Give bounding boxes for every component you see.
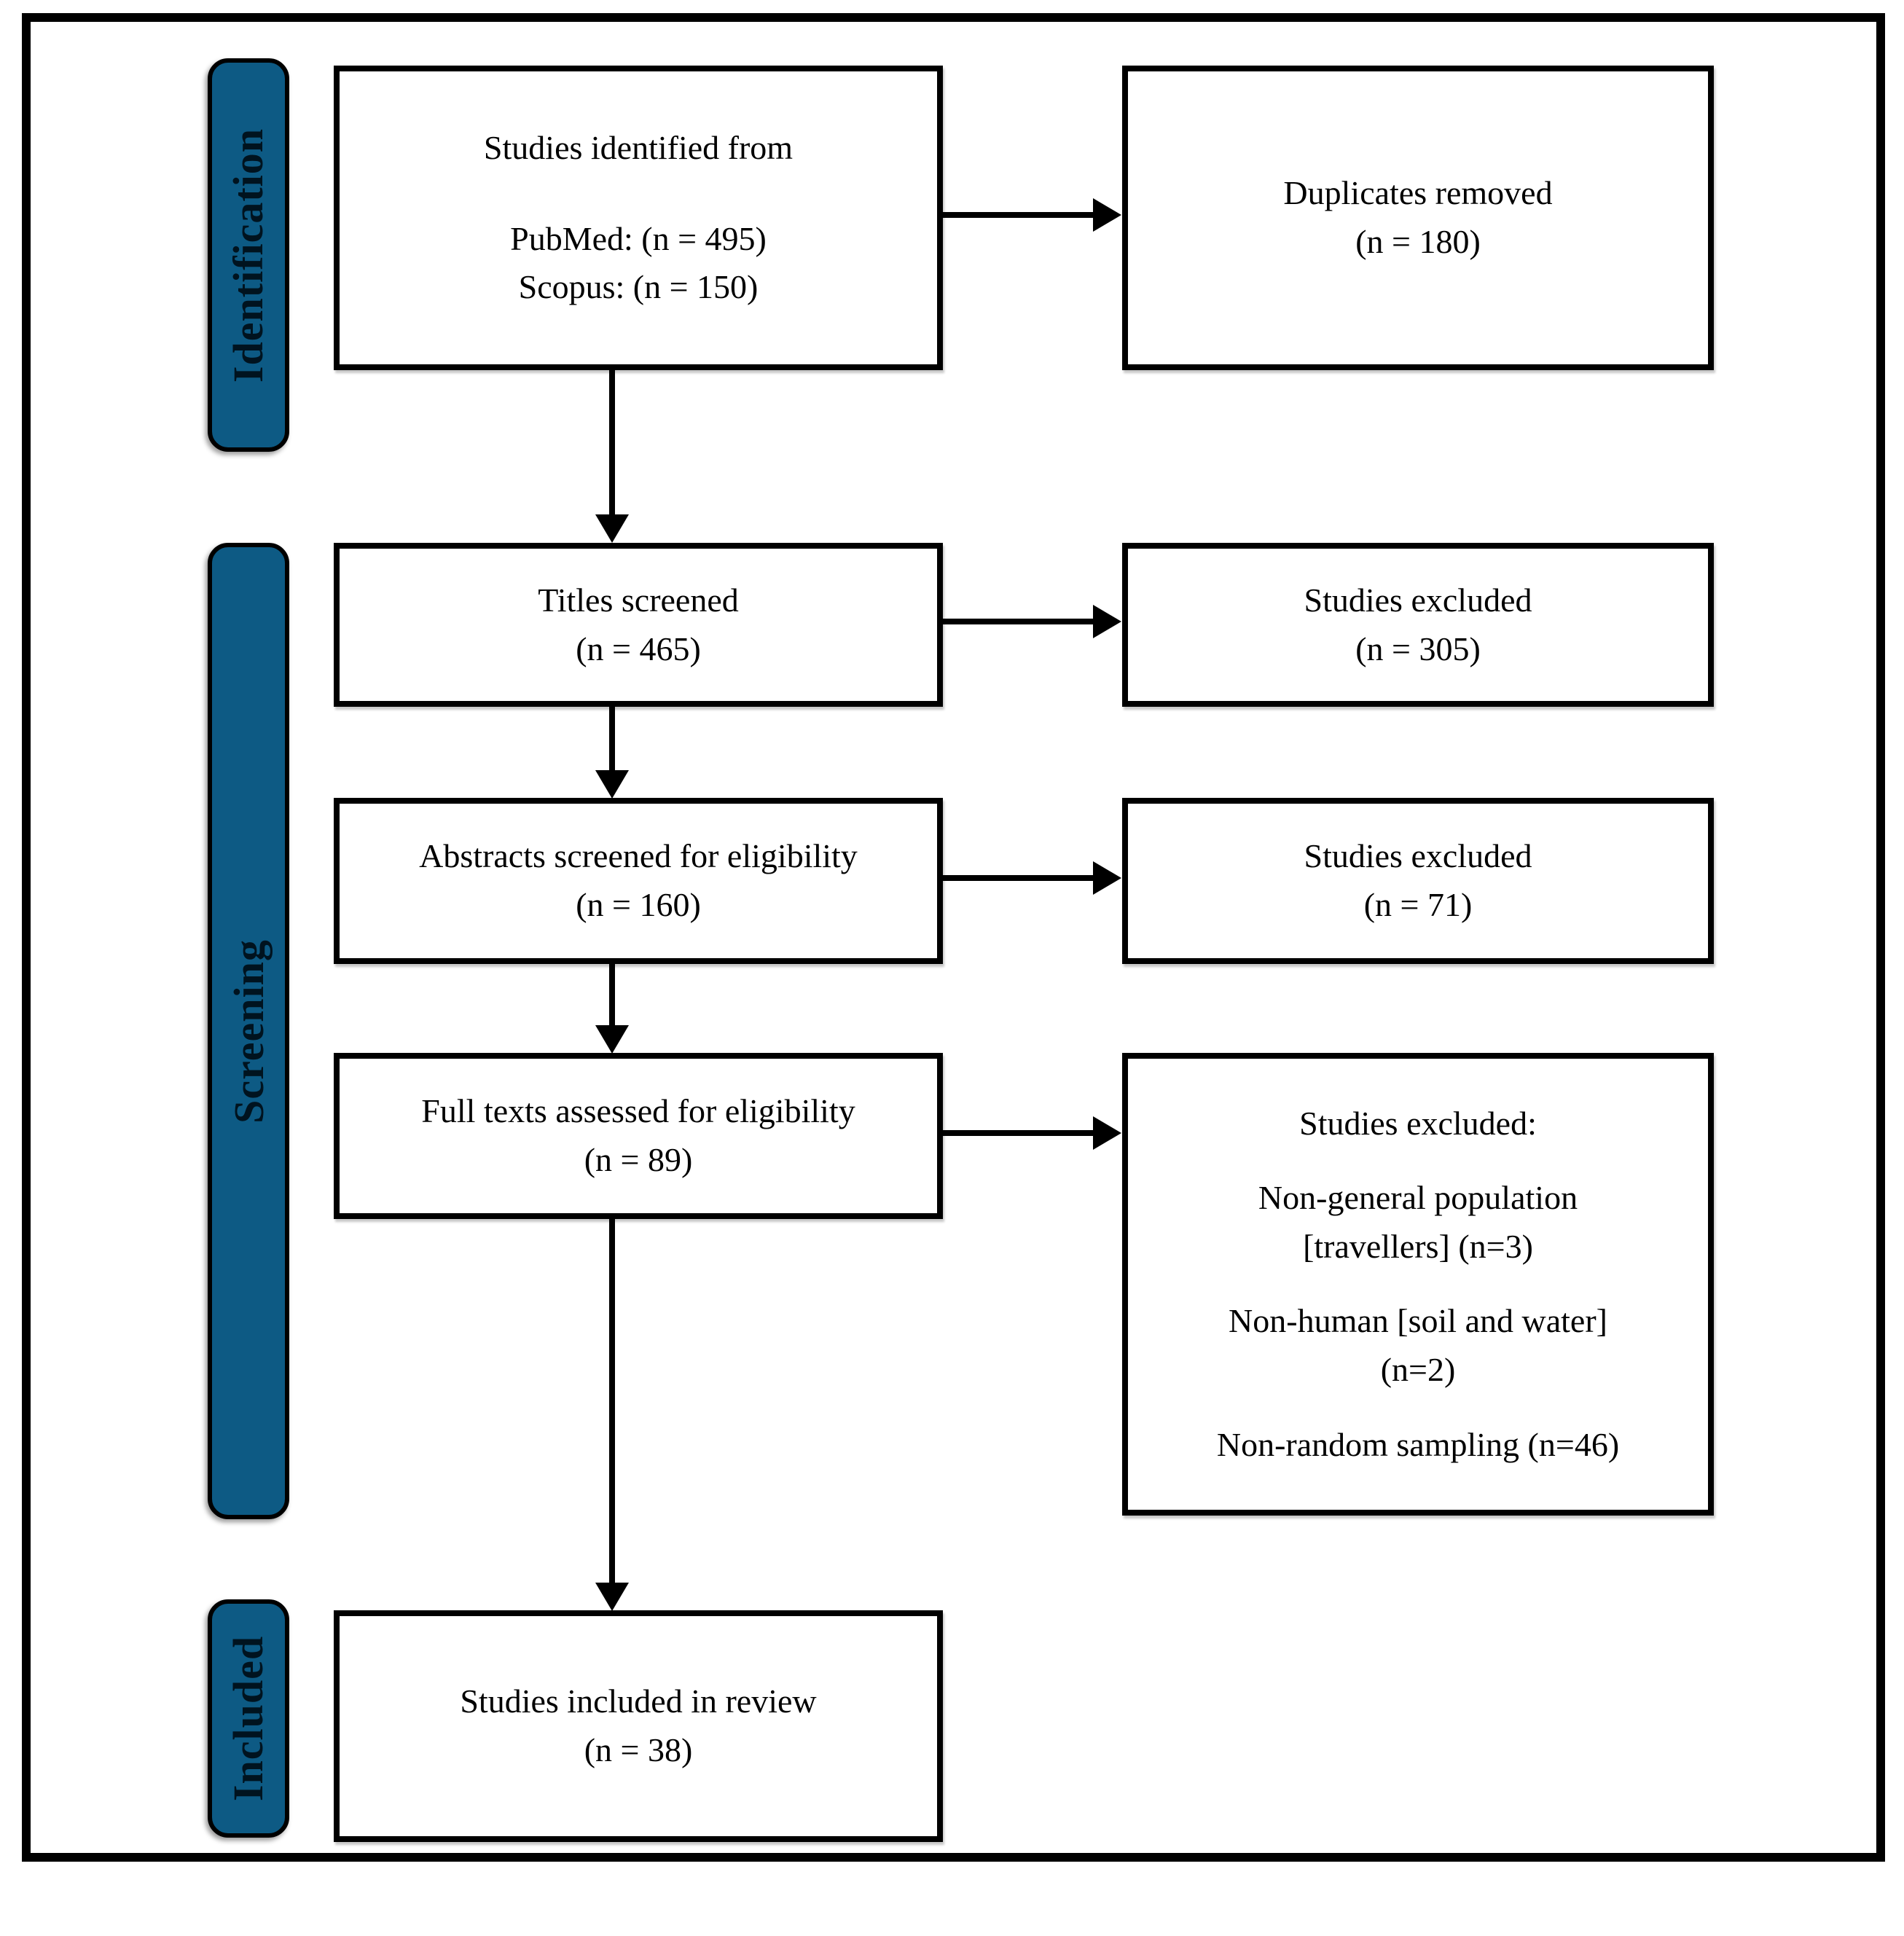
box-duplicates-removed-label: Duplicates removed (1283, 174, 1553, 212)
box-excluded-after-titles: Studies excluded (n = 305) (1122, 543, 1714, 707)
arrow-fulltext-to-included (609, 1219, 615, 1584)
box-full-texts-assessed: Full texts assessed for eligibility (n =… (334, 1053, 943, 1219)
diagram-outer-border (22, 13, 1885, 1862)
stage-bar-screening: Screening (208, 543, 289, 1519)
box-studies-included-label: Studies included in review (460, 1682, 817, 1720)
stage-label-identification: Identification (224, 128, 273, 383)
box-studies-included: Studies included in review (n = 38) (334, 1610, 943, 1842)
arrow-fulltext-to-excluded (943, 1130, 1096, 1136)
box-excluded-after-abstracts-count: (n = 71) (1363, 886, 1473, 923)
exclusion-reason-non-general-population: Non-general population [travellers] (n=3… (1258, 1179, 1578, 1265)
box-duplicates-removed: Duplicates removed (n = 180) (1122, 66, 1714, 370)
box-full-texts-assessed-label: Full texts assessed for eligibility (421, 1092, 855, 1130)
stage-bar-included: Included (208, 1599, 289, 1838)
box-abstracts-screened: Abstracts screened for eligibility (n = … (334, 798, 943, 964)
arrow-titles-to-abstracts (609, 707, 615, 772)
box-duplicates-removed-count: (n = 180) (1355, 223, 1481, 260)
arrow-identified-to-duplicates (943, 212, 1096, 218)
box-excluded-after-titles-label: Studies excluded (1304, 581, 1532, 619)
box-excluded-after-full-text: Studies excluded: Non-general population… (1122, 1053, 1714, 1516)
box-titles-screened-label: Titles screened (538, 581, 739, 619)
box-excluded-after-full-text-title: Studies excluded: (1299, 1104, 1537, 1142)
arrow-abstracts-to-fulltext (609, 964, 615, 1027)
box-studies-included-count: (n = 38) (584, 1731, 693, 1768)
stage-label-screening: Screening (224, 938, 273, 1124)
box-studies-identified-title: Studies identified from (483, 128, 794, 166)
stage-label-included: Included (224, 1635, 273, 1802)
box-full-texts-assessed-count: (n = 89) (584, 1141, 693, 1178)
arrow-identified-to-titles (609, 370, 615, 516)
box-abstracts-screened-label: Abstracts screened for eligibility (419, 837, 858, 875)
exclusion-reason-non-human: Non-human [soil and water] (n=2) (1229, 1302, 1607, 1389)
arrow-abstracts-to-excluded (943, 875, 1096, 881)
box-abstracts-screened-count: (n = 160) (576, 886, 701, 923)
box-excluded-after-abstracts: Studies excluded (n = 71) (1122, 798, 1714, 964)
box-studies-identified-scopus-count: Scopus: (n = 150) (518, 268, 759, 306)
exclusion-reason-non-random-sampling: Non-random sampling (n=46) (1216, 1425, 1620, 1463)
box-studies-identified: Studies identified from PubMed: (n = 495… (334, 66, 943, 370)
box-titles-screened-count: (n = 465) (576, 630, 701, 667)
arrow-titles-to-excluded (943, 619, 1096, 624)
box-excluded-after-titles-count: (n = 305) (1355, 630, 1481, 667)
box-titles-screened: Titles screened (n = 465) (334, 543, 943, 707)
stage-bar-identification: Identification (208, 58, 289, 452)
box-excluded-after-abstracts-label: Studies excluded (1304, 837, 1532, 875)
box-studies-identified-pubmed-count: PubMed: (n = 495) (510, 219, 767, 257)
